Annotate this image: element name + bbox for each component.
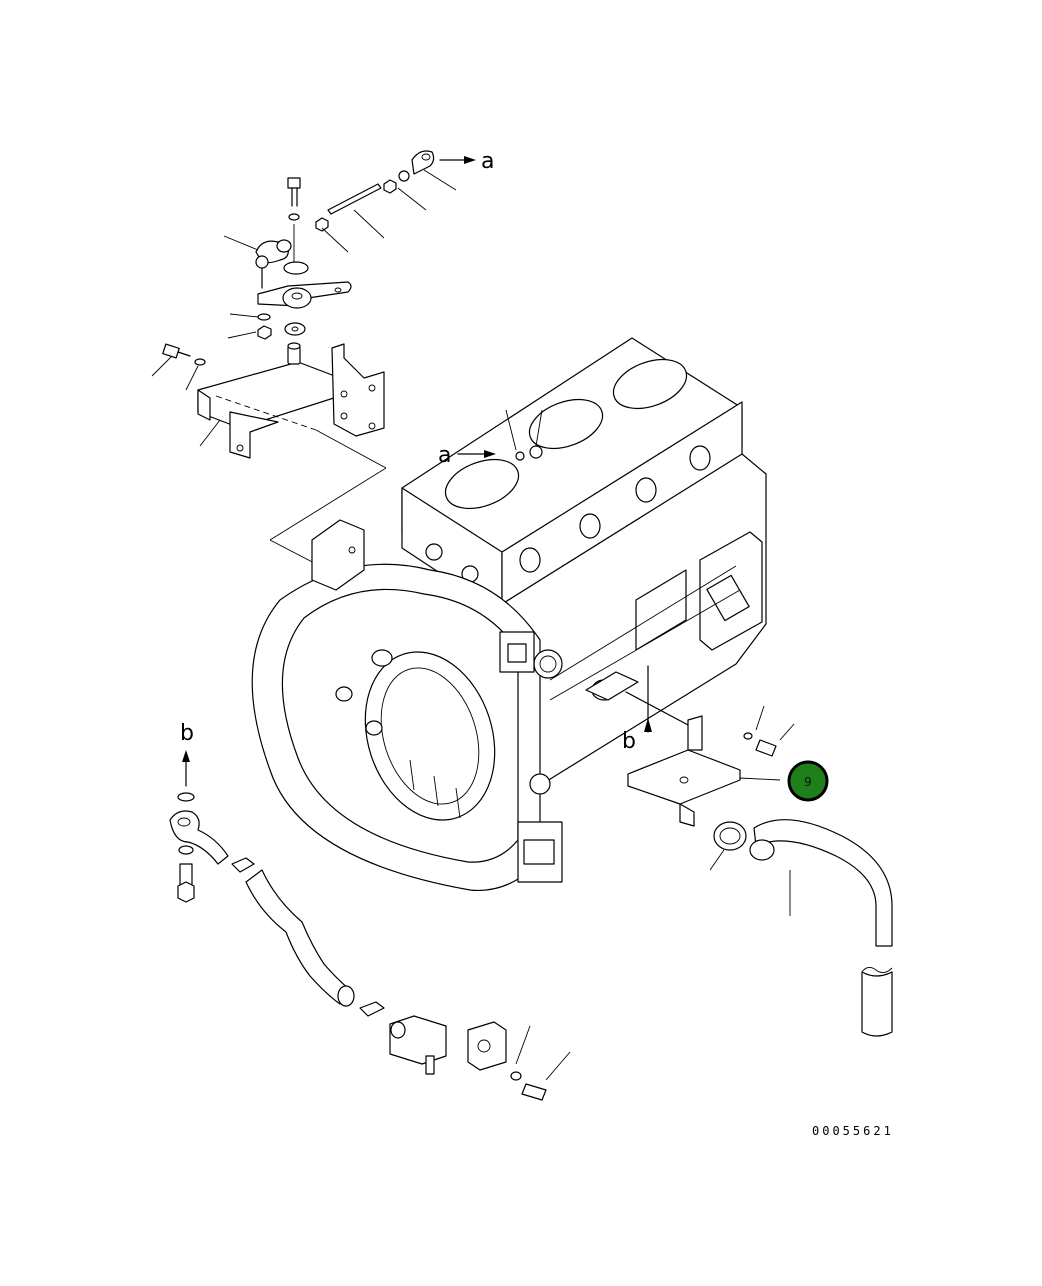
callout-9-number: 9: [804, 775, 812, 789]
throttle-linkage-assembly: a: [223, 149, 494, 340]
engine-block: a: [251, 337, 767, 892]
callout-9[interactable]: 9: [787, 760, 829, 802]
ref-label-a-top: a: [481, 149, 494, 174]
ref-label-a-mid: a: [438, 443, 451, 468]
ref-label-b-right: b: [622, 729, 636, 754]
mounting-bracket: [151, 342, 387, 567]
coolant-hose-assembly: b: [169, 721, 571, 1101]
drawing-number: 00055621: [812, 1124, 894, 1138]
oil-pan-bracket-and-hose: b: [622, 665, 893, 1037]
ref-label-b-left: b: [180, 721, 194, 746]
